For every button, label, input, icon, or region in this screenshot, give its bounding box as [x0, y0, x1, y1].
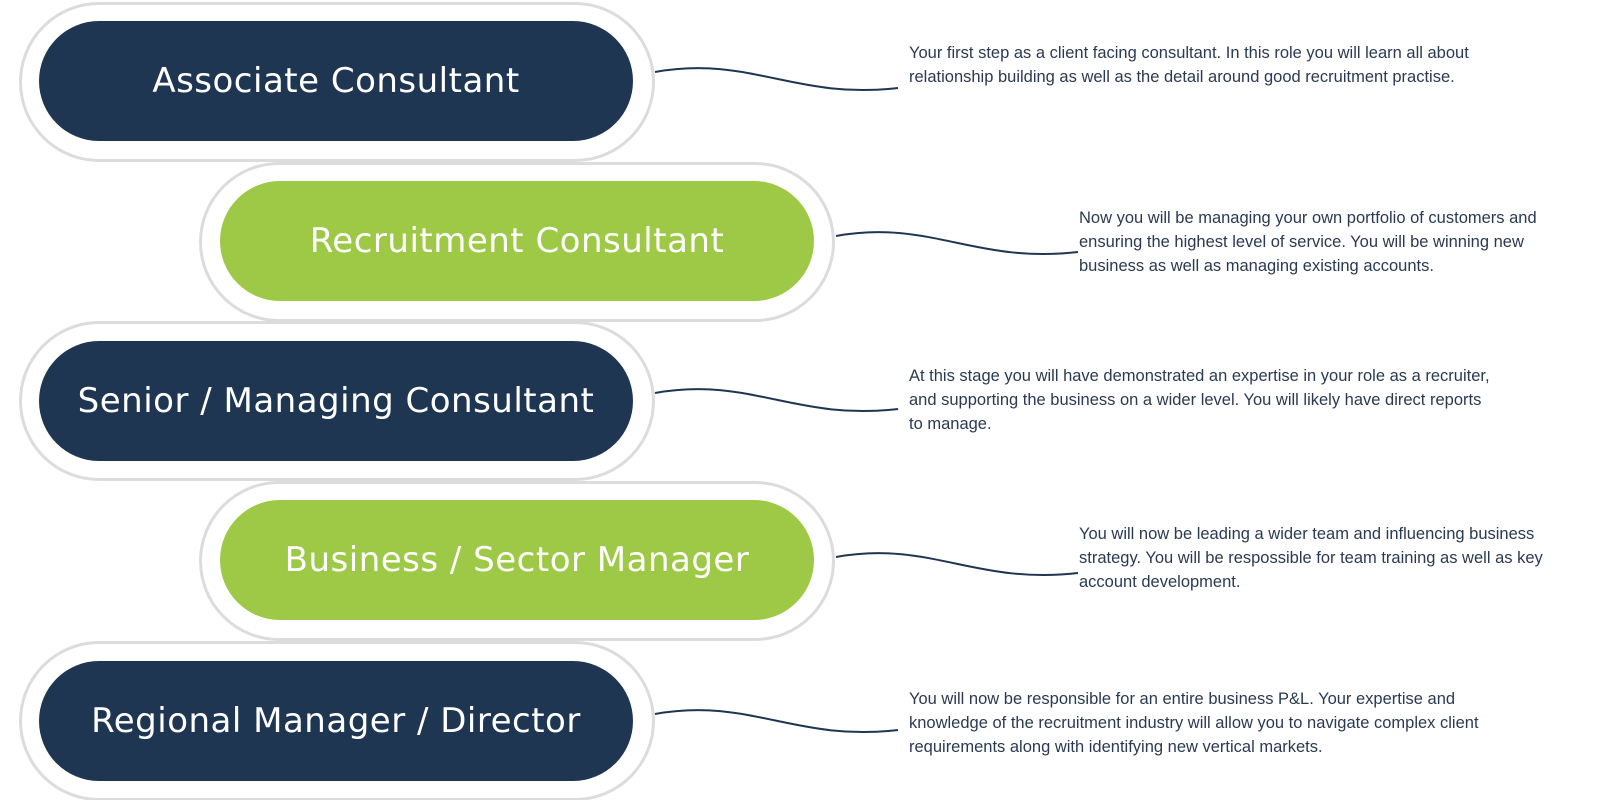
level-5-title: Regional Manager / Director [91, 701, 581, 741]
level-4-description: You will now be leading a wider team and… [1079, 525, 1543, 591]
level-4-title: Business / Sector Manager [284, 540, 750, 580]
level-3-pill: Senior / Managing Consultant [39, 341, 633, 461]
level-3-title: Senior / Managing Consultant [77, 381, 595, 421]
level-3-description: At this stage you will have demonstrated… [909, 367, 1490, 433]
level-1-pill: Associate Consultant [39, 21, 633, 141]
level-4-pill: Business / Sector Manager [220, 500, 814, 620]
level-5-pill: Regional Manager / Director [39, 661, 633, 781]
level-1-title: Associate Consultant [152, 61, 520, 101]
level-2-title: Recruitment Consultant [309, 221, 725, 261]
level-2-pill: Recruitment Consultant [220, 181, 814, 301]
level-1-description: Your first step as a client facing consu… [909, 44, 1469, 86]
level-2-description: Now you will be managing your own portfo… [1079, 209, 1537, 275]
level-5-description: You will now be responsible for an entir… [909, 690, 1479, 756]
